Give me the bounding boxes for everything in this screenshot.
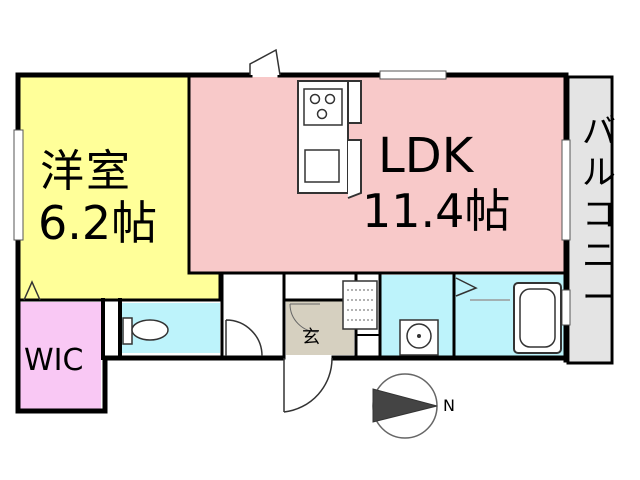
door-washroom [455, 277, 478, 297]
compass [372, 373, 438, 439]
fridge-space [347, 80, 362, 124]
door-top [249, 48, 281, 76]
bathtub [513, 282, 562, 354]
washroom-fixtures [342, 280, 439, 356]
room-label-youshitsu-name: 洋室 [40, 146, 132, 197]
window-ldk-top [379, 70, 447, 80]
washing-machine-space [342, 280, 378, 330]
kitchen-peninsula [347, 139, 362, 199]
toilet-tank [122, 317, 133, 345]
room-wic-fill [19, 302, 101, 411]
burner-icon [309, 93, 321, 105]
doors [23, 48, 510, 413]
kitchen [297, 80, 362, 199]
compass-north-label: N [443, 396, 455, 415]
room-label-ldk-size: 11.4帖 [362, 184, 511, 238]
corridor-fill [222, 276, 284, 354]
burner-icon [324, 93, 336, 105]
room-label-ldk-name: LDK [378, 128, 474, 184]
door-corridor [225, 319, 263, 357]
window-ldk-right [561, 139, 571, 241]
genkan-shelf [289, 303, 320, 333]
toilet-bowl-icon [131, 319, 169, 341]
room-label-balcony: バルコニー [582, 112, 616, 318]
room-youshitsu-fill [19, 77, 220, 300]
door-main-entrance [283, 357, 333, 413]
door-wic [23, 280, 41, 301]
window-bath [561, 289, 571, 326]
room-label-youshitsu-size: 6.2帖 [38, 196, 158, 250]
room-label-wic: WIC [24, 343, 84, 378]
kitchen-sink [304, 149, 340, 183]
compass-arrow-icon [372, 388, 438, 423]
room-label-genkan: 玄 [302, 327, 320, 348]
room-ldk-fill [189, 77, 565, 273]
balcony-fill [570, 79, 610, 362]
window-youshitsu [13, 129, 24, 241]
stove [303, 88, 343, 126]
burner-icon [316, 108, 328, 120]
toilet [122, 317, 169, 345]
